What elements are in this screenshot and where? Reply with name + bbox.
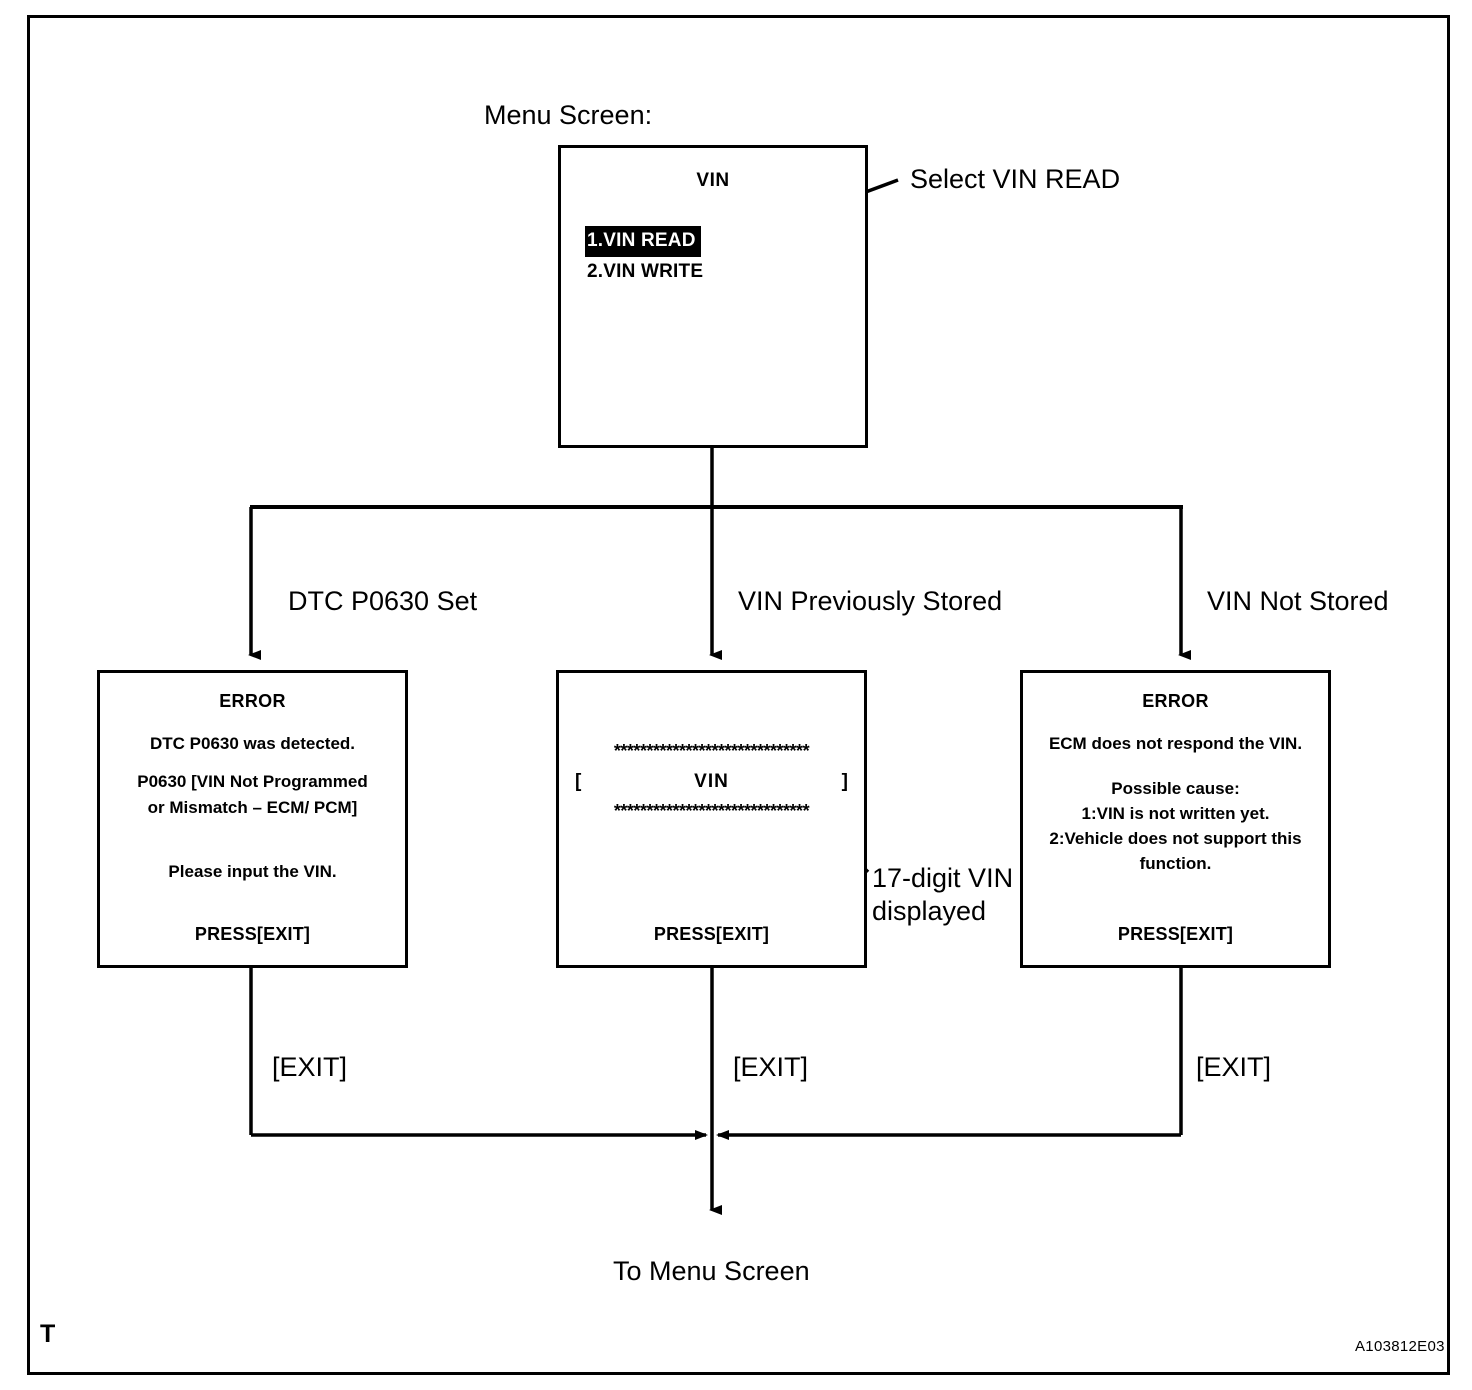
- vin-display-press-exit: PRESS[EXIT]: [653, 924, 770, 944]
- menu-screen-list: 1.VIN READ 2.VIN WRITE: [585, 226, 705, 285]
- error-noresp-line-1: ECM does not respond the VIN.: [1048, 734, 1303, 753]
- error-noresp-line-4: 2:Vehicle does not support this: [1049, 829, 1302, 848]
- error-dtc-press-exit: PRESS[EXIT]: [194, 924, 311, 944]
- vin-digits-callout-line2: displayed: [872, 895, 987, 926]
- vin-display-screen: ****************************** [ VIN ] *…: [556, 670, 867, 968]
- branch-label-vin-stored: VIN Previously Stored: [738, 586, 1003, 616]
- branch-label-dtc-set: DTC P0630 Set: [288, 586, 478, 616]
- menu-screen-label: Menu Screen:: [484, 100, 653, 130]
- vin-digits-callout: 17-digit VIN displayed: [872, 862, 1013, 928]
- figure-code: A103812E03: [1355, 1338, 1445, 1355]
- menu-screen-box: VIN 1.VIN READ 2.VIN WRITE: [558, 145, 868, 448]
- error-noresp-line-2: Possible cause:: [1111, 779, 1240, 798]
- vin-bracket-left: [: [575, 771, 582, 792]
- error-dtc-line-1: DTC P0630 was detected.: [149, 734, 356, 753]
- error-dtc-line-3: or Mismatch – ECM/ PCM]: [147, 798, 358, 817]
- vin-stars-top-row: ******************************: [613, 741, 810, 761]
- vin-field-label: VIN: [694, 771, 729, 792]
- corner-marker: T: [40, 1320, 56, 1348]
- page-border: [27, 15, 1450, 1375]
- error-dtc-title: ERROR: [219, 691, 286, 711]
- error-screen-dtc-set: ERROR DTC P0630 was detected. P0630 [VIN…: [97, 670, 408, 968]
- error-noresp-press-exit: PRESS[EXIT]: [1117, 924, 1234, 944]
- menu-item-vin-read[interactable]: 1.VIN READ: [585, 226, 701, 257]
- exit-label-right: [EXIT]: [1196, 1052, 1272, 1082]
- error-noresp-line-3: 1:VIN is not written yet.: [1081, 804, 1270, 823]
- menu-item-vin-write[interactable]: 2.VIN WRITE: [587, 260, 704, 282]
- error-dtc-line-2: P0630 [VIN Not Programmed: [137, 772, 368, 791]
- exit-label-middle: [EXIT]: [733, 1052, 809, 1082]
- error-screen-no-response: ERROR ECM does not respond the VIN. Poss…: [1020, 670, 1331, 968]
- error-dtc-line-4: Please input the VIN.: [168, 862, 337, 881]
- vin-bracket-right: ]: [841, 771, 848, 792]
- branch-label-vin-not-stored: VIN Not Stored: [1207, 586, 1389, 616]
- vin-field-row: [ VIN ]: [575, 771, 848, 793]
- error-noresp-line-5: function.: [1139, 854, 1212, 873]
- vin-digits-callout-line1: 17-digit VIN: [872, 863, 1014, 893]
- exit-label-left: [EXIT]: [272, 1052, 348, 1082]
- error-noresp-title: ERROR: [1142, 691, 1209, 711]
- select-vin-read-callout: Select VIN READ: [910, 164, 1121, 194]
- menu-screen-title: VIN: [696, 170, 730, 191]
- vin-stars-bottom-row: ******************************: [613, 801, 810, 821]
- to-menu-screen-label: To Menu Screen: [613, 1256, 810, 1286]
